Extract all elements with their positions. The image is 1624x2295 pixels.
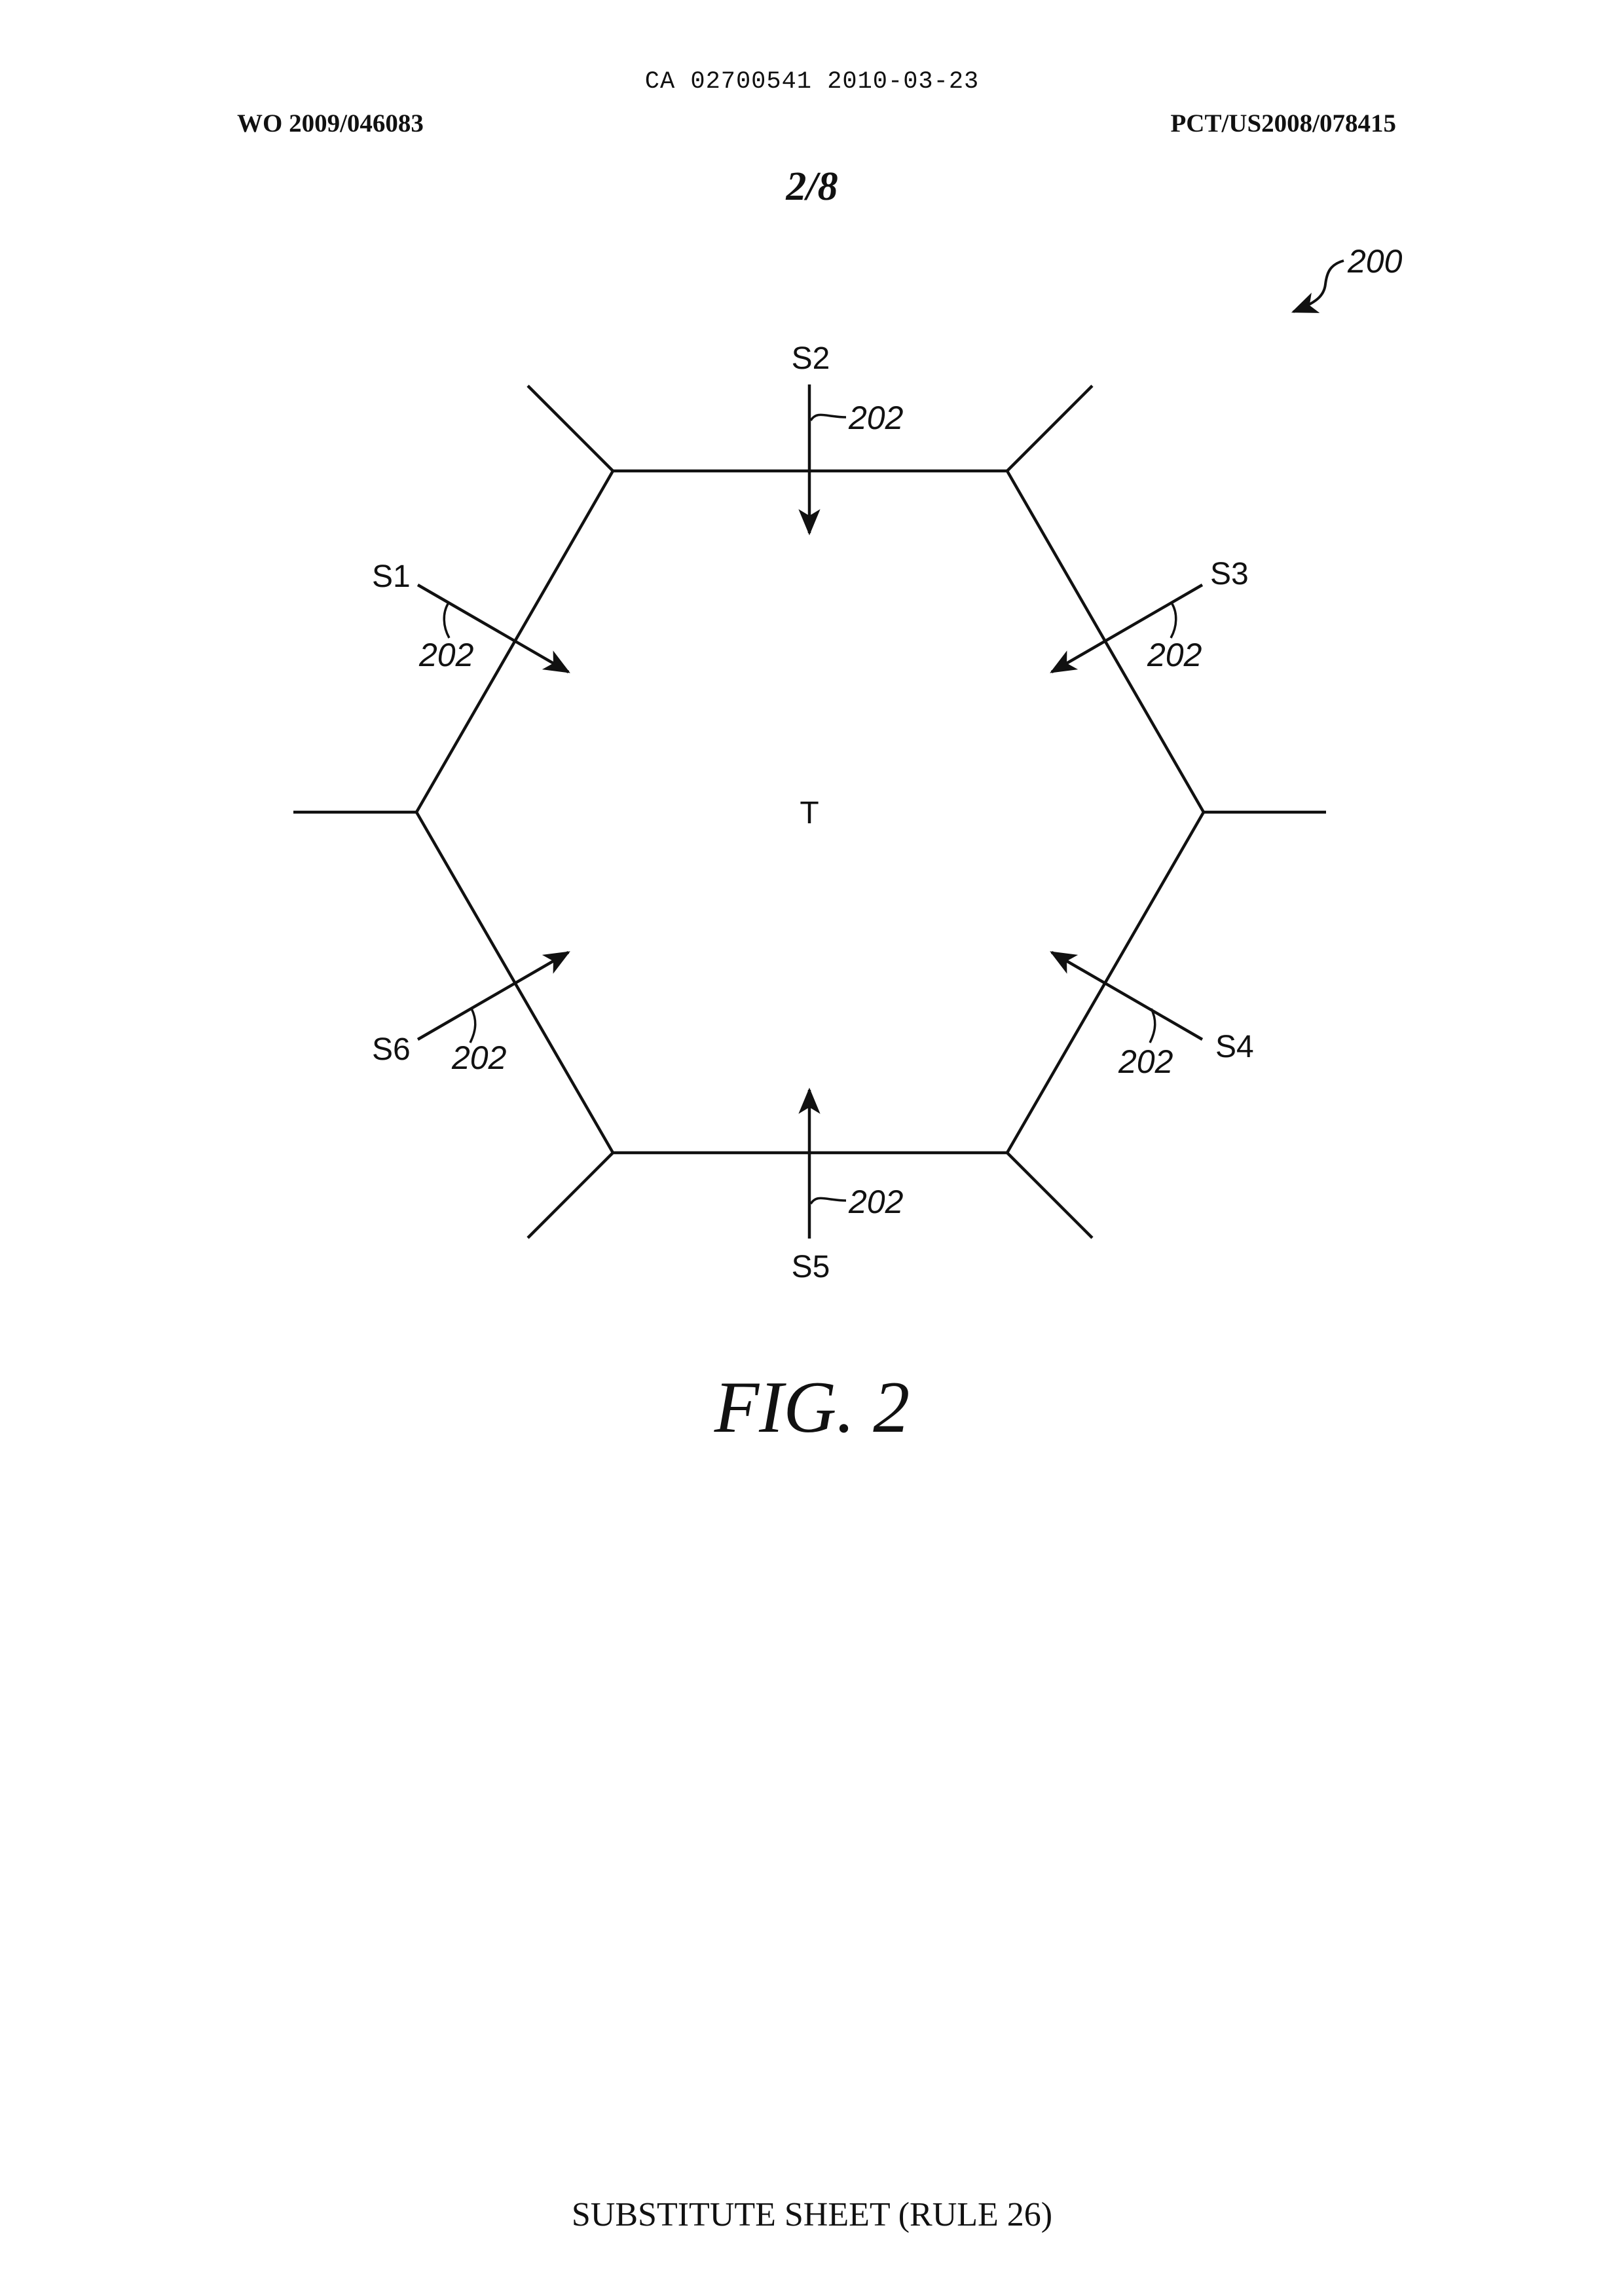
- boundary-line: [1007, 1153, 1092, 1238]
- ref-numeral-200: 200: [1347, 243, 1403, 280]
- boundary-line: [528, 386, 613, 471]
- sensor-label-s4: S4: [1215, 1030, 1254, 1064]
- sensor-ref-s4: 202: [1118, 1043, 1173, 1080]
- reference-200: 200: [1293, 243, 1403, 312]
- sensor-label-s3: S3: [1210, 557, 1249, 591]
- sensor-ref-s1: 202: [418, 637, 474, 673]
- footer-note: SUBSTITUTE SHEET (RULE 26): [0, 2195, 1624, 2234]
- sensor-label-s5: S5: [792, 1250, 830, 1284]
- sensor-ref-s5: 202: [848, 1184, 904, 1220]
- sensor-ref-s2: 202: [848, 400, 904, 436]
- target-label: T: [800, 796, 819, 830]
- sensor-label-s6: S6: [372, 1032, 411, 1067]
- boundary-line: [528, 1153, 613, 1238]
- sensor-ref-s6: 202: [451, 1039, 507, 1076]
- sensor-arrow-s4: [1052, 952, 1202, 1039]
- figure-caption: FIG. 2: [0, 1366, 1624, 1450]
- sensor-ref-s3: 202: [1147, 637, 1202, 673]
- sensor-label-s2: S2: [792, 341, 830, 376]
- sensor-arrow-s6: [418, 952, 568, 1039]
- boundary-line: [1007, 386, 1092, 471]
- sensor-label-s1: S1: [372, 559, 411, 594]
